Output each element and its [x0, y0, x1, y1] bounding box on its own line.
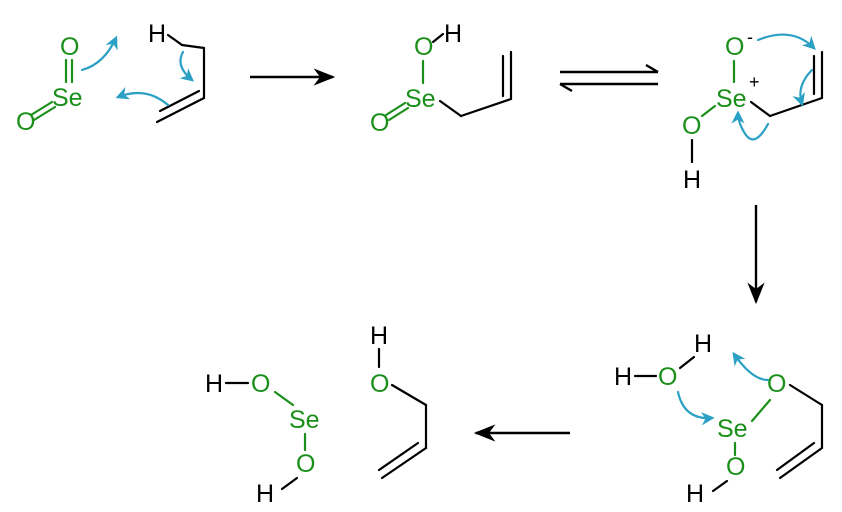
atom-se: Se [717, 415, 748, 443]
curly-arrow [676, 390, 715, 426]
structure-water: H O H [614, 330, 712, 391]
curly-arrows-step-3 [676, 351, 770, 426]
equilibrium-arrows [559, 63, 659, 93]
structure-selenite-ester: Se O O H [686, 370, 824, 508]
double-bond [775, 441, 816, 472]
double-bond [158, 89, 201, 113]
single-bond [459, 97, 513, 118]
curly-arrow [179, 50, 195, 82]
atom-o: O [682, 112, 701, 140]
curly-arrow [80, 35, 118, 72]
double-bond [380, 446, 428, 480]
double-bond [155, 96, 206, 124]
double-bond [384, 101, 407, 117]
single-bond [749, 100, 772, 118]
atom-o: O [414, 33, 433, 61]
curly-arrow [756, 33, 816, 50]
atom-o: O [370, 109, 389, 137]
atom-o: O [725, 33, 744, 61]
curly-arrows-step-1 [80, 35, 195, 107]
atom-h: H [694, 330, 712, 358]
atom-o: O [251, 370, 270, 398]
curly-arrow [732, 351, 770, 382]
atom-se: Se [289, 406, 320, 434]
curly-arrow [731, 110, 770, 141]
structure-propene: H [148, 20, 206, 124]
atom-h: H [686, 480, 704, 508]
atom-se: Se [716, 85, 747, 113]
single-bond [180, 43, 206, 50]
atom-o: O [296, 450, 315, 478]
atom-o: O [60, 33, 79, 61]
single-bond [280, 476, 299, 491]
single-bond [768, 96, 824, 118]
atom-h: H [148, 20, 166, 48]
double-bond [32, 105, 57, 122]
double-bond [377, 441, 420, 472]
single-bond [788, 383, 824, 407]
single-bond [711, 479, 729, 493]
positive-charge: + [749, 72, 760, 92]
structure-allylseleninic-acid: O H Se O [370, 20, 513, 137]
structure-allyl-alcohol: H O [370, 322, 428, 480]
atom-o: O [726, 453, 745, 481]
atom-se: Se [52, 84, 83, 112]
curly-arrow [115, 86, 170, 107]
structure-selenium-dioxide: O Se O [16, 33, 83, 136]
atom-h: H [614, 363, 632, 391]
double-bond [29, 100, 54, 117]
single-bond [431, 32, 445, 44]
atom-h: H [205, 370, 223, 398]
atom-h: H [256, 480, 274, 508]
single-bond [678, 355, 696, 370]
atom-o: O [767, 370, 786, 398]
double-bond [387, 106, 410, 122]
double-bond [778, 446, 824, 480]
atom-se: Se [405, 85, 436, 113]
atom-o: O [370, 370, 389, 398]
single-bond [166, 33, 184, 47]
atom-o: O [658, 363, 677, 391]
atom-h: H [370, 322, 388, 350]
curly-arrows-step-2 [731, 33, 816, 141]
negative-charge: - [747, 27, 753, 47]
single-bond [390, 383, 428, 407]
atom-o: O [16, 108, 35, 136]
single-bond [750, 398, 772, 423]
atom-h: H [683, 166, 701, 194]
atom-h: H [444, 20, 462, 48]
single-bond [700, 104, 717, 118]
curly-arrow [792, 68, 814, 107]
structure-intermediate-zwitterion: O - Se + O H [682, 27, 824, 194]
single-bond [273, 390, 295, 407]
structure-selenous-acid: H O Se O H [205, 370, 320, 508]
single-bond [438, 99, 463, 118]
